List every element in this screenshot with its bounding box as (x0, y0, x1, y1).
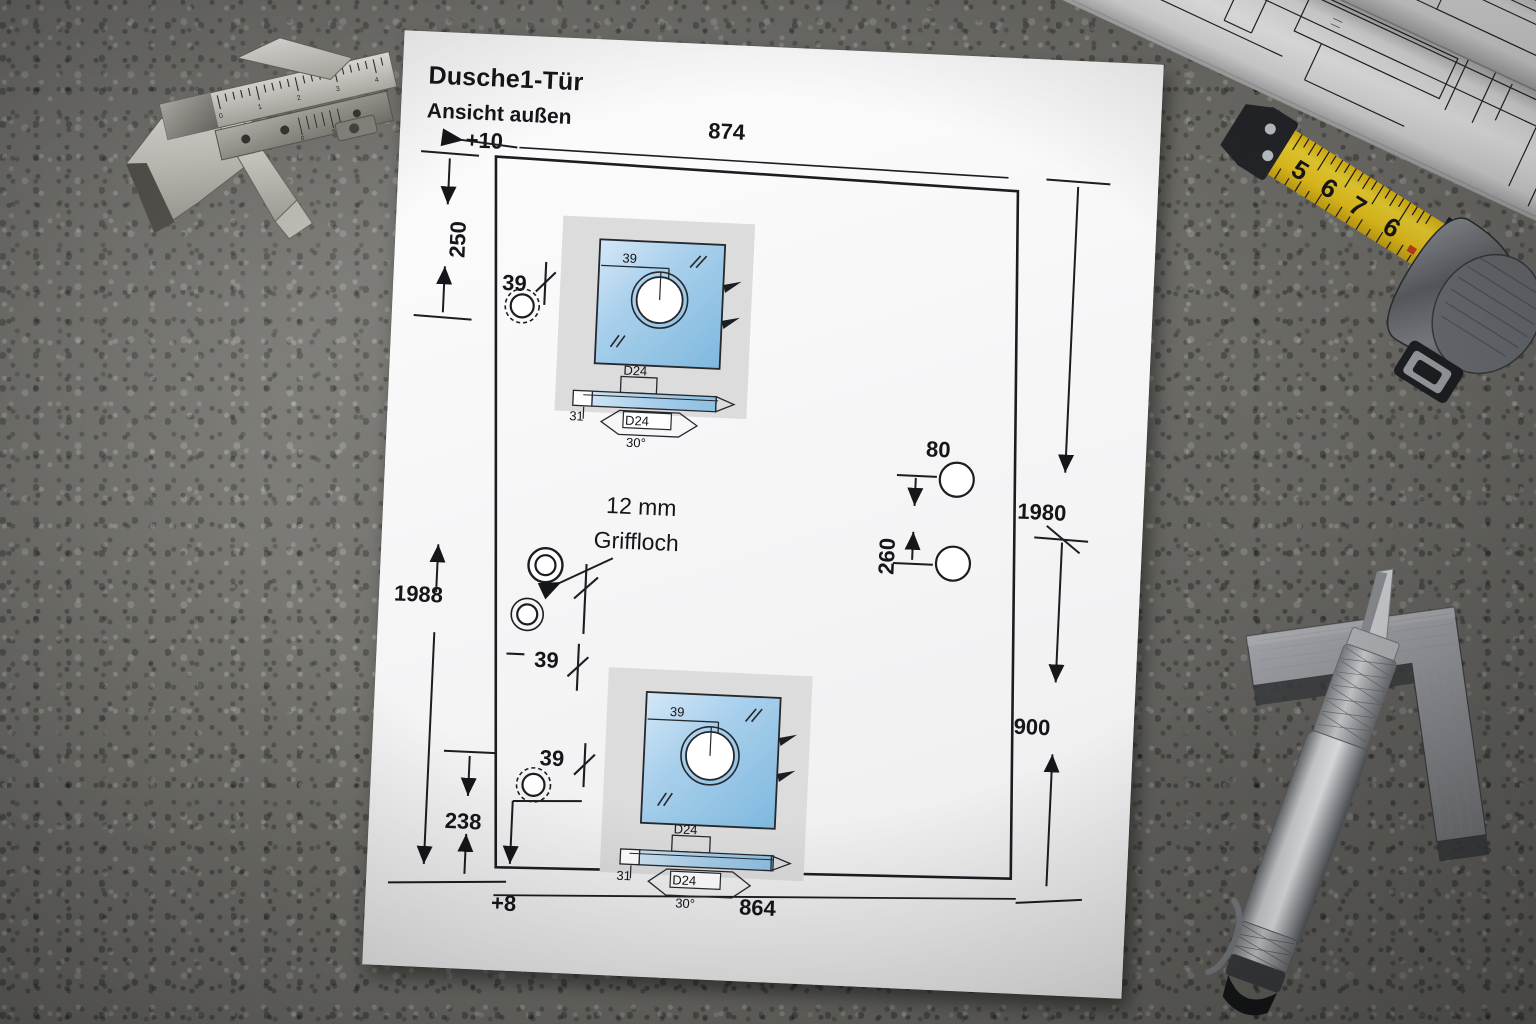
svg-text:5: 5 (332, 129, 337, 136)
handle-hole (527, 546, 564, 584)
hinge-bore-lower (515, 767, 552, 803)
svg-text:3: 3 (335, 86, 340, 94)
detail-39-lower: 39 (670, 704, 685, 720)
detail-D24-bot-lower: D24 (672, 872, 697, 888)
detail-angle-upper: 30° (626, 435, 646, 451)
svg-text:4: 4 (374, 77, 379, 85)
detail-39-upper: 39 (622, 250, 637, 266)
top-dimension-line (519, 146, 1009, 179)
cross-mark-upper (535, 261, 557, 305)
svg-text:2: 2 (296, 95, 301, 103)
detail-31-upper: 31 (569, 408, 584, 424)
bottom-dimension-line (493, 894, 1016, 900)
hole-upper (938, 461, 975, 498)
hinge-bore-mid (510, 597, 545, 632)
hinge-bore-upper (504, 288, 541, 324)
svg-text:0: 0 (218, 113, 223, 121)
cross-mark-mid (506, 643, 590, 691)
tape-measure: 5 6 7 6 (1220, 104, 1536, 403)
hinge-detail-upper: 39 D24 (554, 215, 756, 451)
holes-260-dimension (892, 474, 937, 566)
left-250-dimension (413, 150, 480, 321)
hole-lower (934, 545, 972, 582)
left-238-dimension (443, 749, 496, 874)
pen-and-square (1205, 568, 1490, 1016)
detail-D24-top-upper: D24 (623, 363, 648, 379)
detail-D24-bot-upper: D24 (625, 413, 650, 429)
detail-31-lower: 31 (616, 868, 631, 884)
cross-mark-lower (573, 743, 596, 788)
door-outline (494, 155, 1020, 880)
right-1980-dimension (1046, 178, 1111, 473)
left-1988-dimension (387, 544, 507, 884)
svg-text:0: 0 (301, 136, 306, 143)
right-900-dimension (1015, 525, 1089, 904)
detail-D24-top-lower: D24 (673, 821, 698, 837)
blueprint-rolls (938, 0, 1536, 264)
detail-angle-lower: 30° (675, 895, 695, 911)
technical-drawing-sheet: Dusche1-Tür Ansicht außen 874 +10 250 19… (362, 30, 1164, 999)
cross-mark-handle (573, 564, 599, 635)
door-outline-svg: 39 D24 (387, 128, 1111, 911)
top-offset-arrow (440, 128, 518, 149)
bottom-offset-dimension (502, 799, 582, 864)
hinge-detail-lower: 39 D24 31 (599, 667, 813, 911)
svg-text:1: 1 (257, 104, 262, 112)
vernier-caliper: 0 1 2 3 4 0 5 (125, 37, 398, 240)
